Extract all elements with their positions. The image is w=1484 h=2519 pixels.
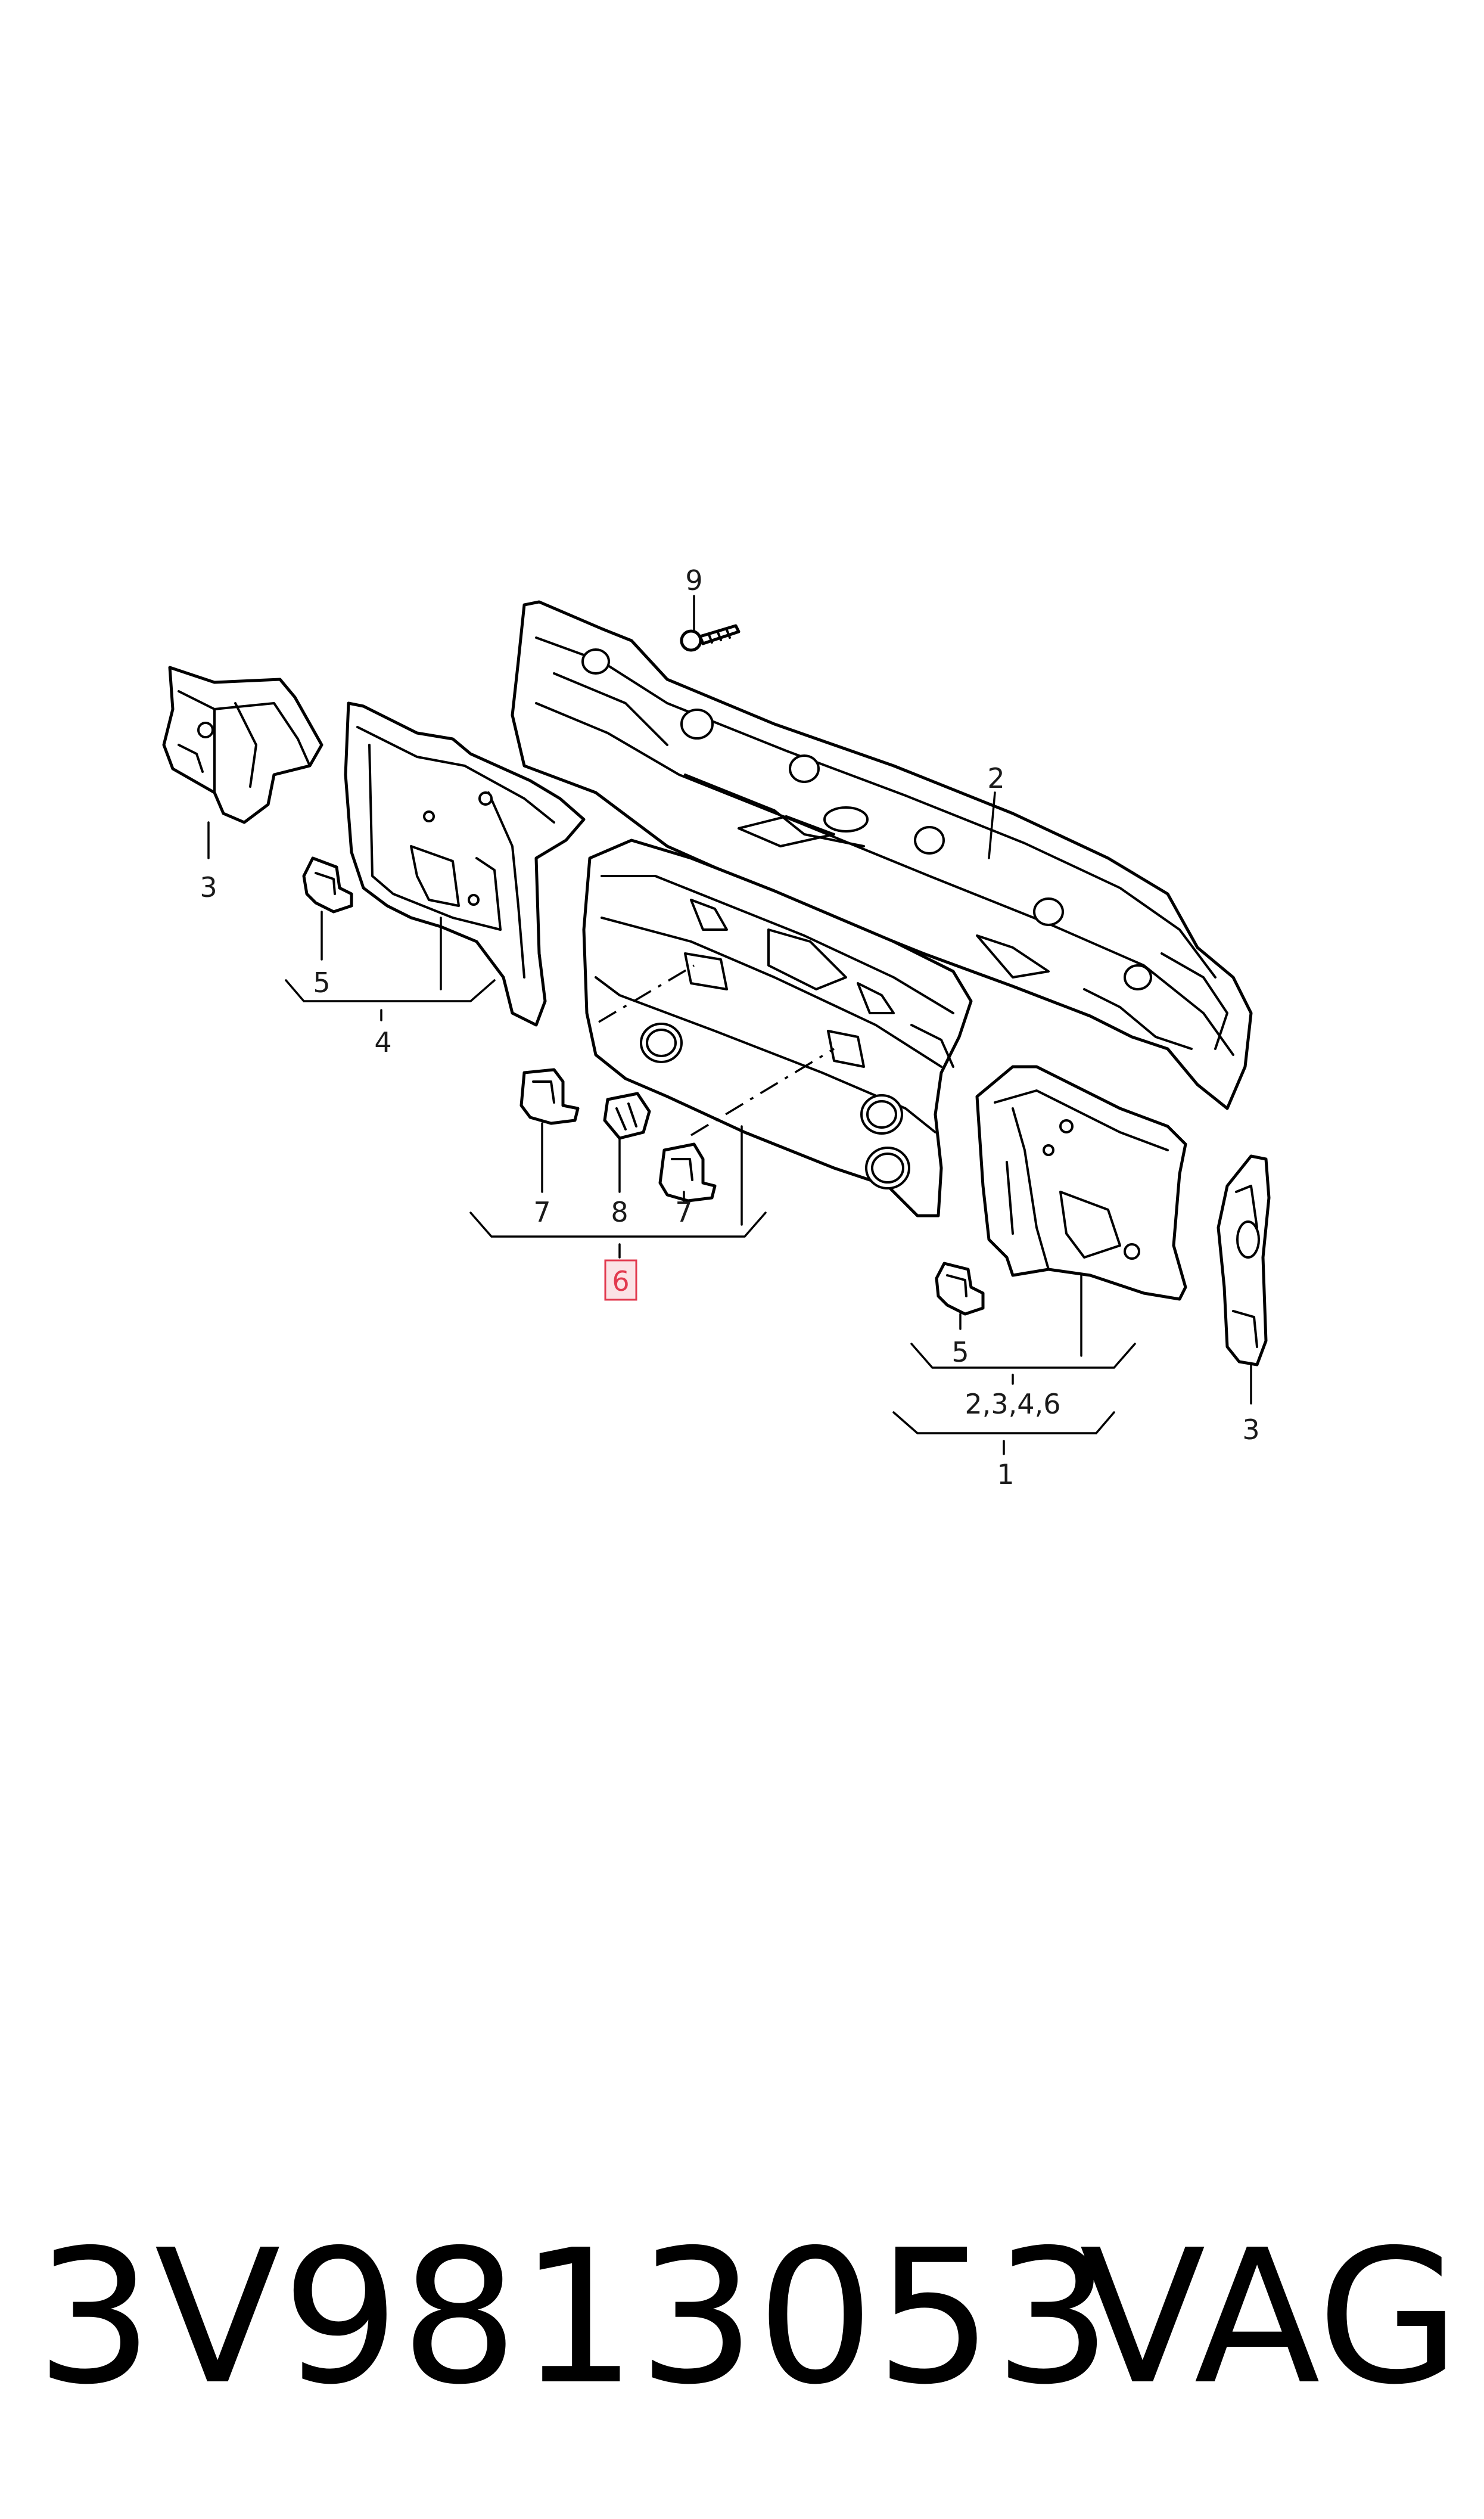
part-5-right-clip — [935, 1262, 985, 1316]
callout-3-left[interactable]: 3 — [200, 871, 217, 903]
brand-name: VAG — [1079, 2210, 1460, 2425]
part-3-left-bracket — [162, 666, 323, 824]
footer: 3V9813053 VAG — [0, 2193, 1484, 2443]
part-4-left-side-panel — [344, 701, 586, 1027]
part-number: 3V9813053 — [36, 2210, 1113, 2425]
callouts: 9 2 3 5 4 7 8 7 6 5 2,3,4,6 1 3 — [200, 564, 1259, 1490]
part-8-clip — [603, 1092, 651, 1140]
part-5-left-clip — [302, 856, 353, 914]
callout-9[interactable]: 9 — [685, 564, 702, 597]
callout-1[interactable]: 1 — [997, 1458, 1014, 1490]
callout-5-left[interactable]: 5 — [313, 967, 330, 999]
part-7-left-clip — [519, 1068, 580, 1125]
callout-3-right[interactable]: 3 — [1242, 1414, 1259, 1446]
callout-6-highlight — [604, 1259, 637, 1301]
callout-5-right[interactable]: 5 — [951, 1336, 969, 1368]
part-3-right-bracket — [1217, 1154, 1271, 1366]
callout-2[interactable]: 2 — [987, 762, 1004, 794]
callout-7-left[interactable]: 7 — [533, 1196, 550, 1228]
callout-6[interactable]: 6 — [612, 1265, 629, 1297]
part-7-right-clip — [658, 1142, 717, 1203]
parts-diagram: 9 2 3 5 4 7 8 7 6 5 2,3,4,6 1 3 — [162, 564, 1271, 1490]
part-2-cross-member — [511, 600, 1253, 1110]
callout-8[interactable]: 8 — [611, 1196, 628, 1228]
callout-7-right[interactable]: 7 — [675, 1196, 692, 1228]
leader-lines — [207, 595, 1252, 1455]
part-4-right-side-panel — [975, 1065, 1187, 1301]
callout-4[interactable]: 4 — [374, 1026, 391, 1058]
part-6-dash-panel — [582, 838, 973, 1217]
callout-2-3-4-6[interactable]: 2,3,4,6 — [965, 1388, 1061, 1420]
part-9-screw — [680, 624, 741, 652]
